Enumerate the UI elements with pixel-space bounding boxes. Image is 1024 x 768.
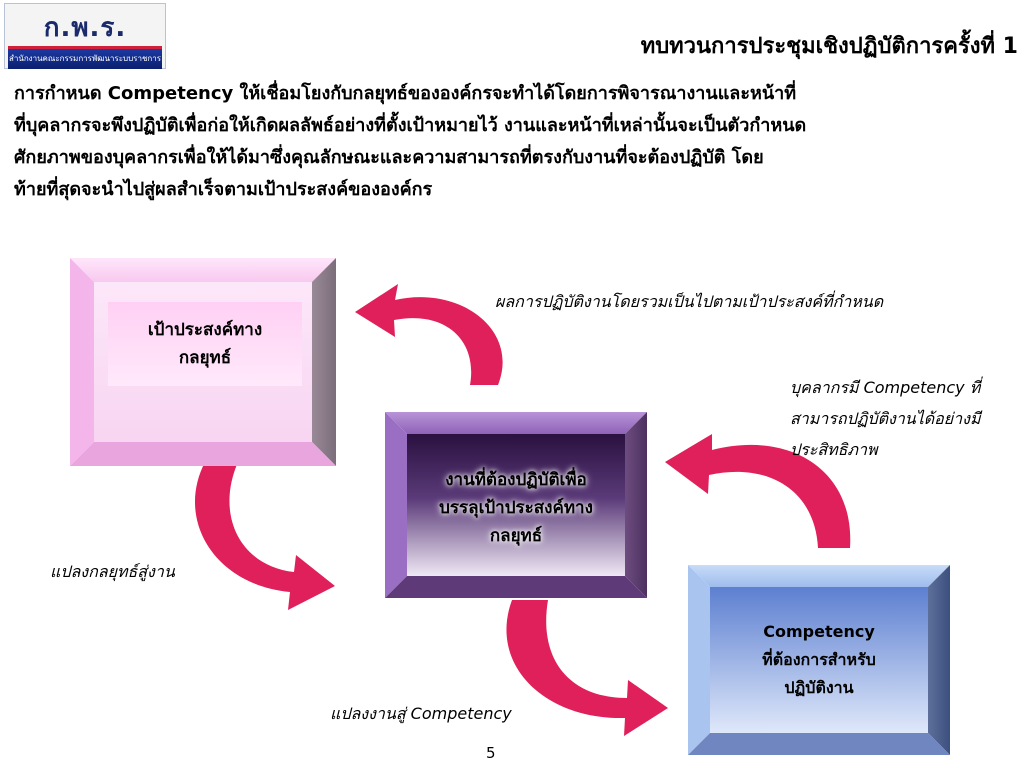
caption-work-to-competency: แปลงงานสู่ Competency bbox=[330, 704, 512, 723]
logo-text: ก.พ.ร. bbox=[43, 13, 127, 43]
arrow-result-icon bbox=[355, 284, 503, 385]
strategic-goal-label: เป้าประสงค์ทาง กลยุทธ์ bbox=[108, 302, 302, 386]
arrow-strategy-icon bbox=[194, 462, 335, 610]
competency-label: Competency ที่ต้องการสำหรับ ปฏิบัติงาน bbox=[762, 622, 876, 697]
kpr-logo: ก.พ.ร. สำนักงานคณะกรรมการพัฒนาระบบราชการ bbox=[4, 3, 166, 69]
caption-strategy-to-work: แปลงกลยุทธ์สู่งาน bbox=[50, 562, 175, 581]
logo-bar: สำนักงานคณะกรรมการพัฒนาระบบราชการ bbox=[8, 46, 162, 69]
caption-overall-result: ผลการปฏิบัติงานโดยรวมเป็นไปตามเป้าประสงค… bbox=[495, 292, 884, 311]
intro-paragraph: การกำหนด Competency ให้เชื่อมโยงกับกลยุท… bbox=[14, 78, 1018, 206]
logo-subtitle: สำนักงานคณะกรรมการพัฒนาระบบราชการ bbox=[8, 54, 162, 63]
slide-title: ทบทวนการประชุมเชิงปฏิบัติการครั้งที่ 1 bbox=[640, 34, 1018, 59]
arrow-work-icon bbox=[506, 600, 668, 736]
intro-line: การกำหนด Competency ให้เชื่อมโยงกับกลยุท… bbox=[14, 83, 797, 104]
intro-line: ที่บุคลากรจะพึงปฏิบัติเพื่อก่อให้เกิดผลล… bbox=[14, 115, 807, 136]
intro-line: ศักยภาพของบุคลากรเพื่อให้ได้มาซึ่งคุณลัก… bbox=[14, 147, 764, 168]
required-work-box: งานที่ต้องปฏิบัติเพื่อ บรรลุเป้าประสงค์ท… bbox=[385, 412, 647, 598]
caption-effective-staff: บุคลากรมี Competency ที่ สามารถปฏิบัติงา… bbox=[790, 378, 981, 459]
competency-box: Competency ที่ต้องการสำหรับ ปฏิบัติงาน bbox=[688, 565, 950, 755]
intro-line: ท้ายที่สุดจะนำไปสู่ผลสำเร็จตามเป้าประสงค… bbox=[14, 179, 433, 200]
page-number: 5 bbox=[486, 744, 496, 762]
strategic-goal-box: เป้าประสงค์ทาง กลยุทธ์ bbox=[70, 258, 336, 466]
required-work-label: งานที่ต้องปฏิบัติเพื่อ บรรลุเป้าประสงค์ท… bbox=[439, 470, 593, 546]
